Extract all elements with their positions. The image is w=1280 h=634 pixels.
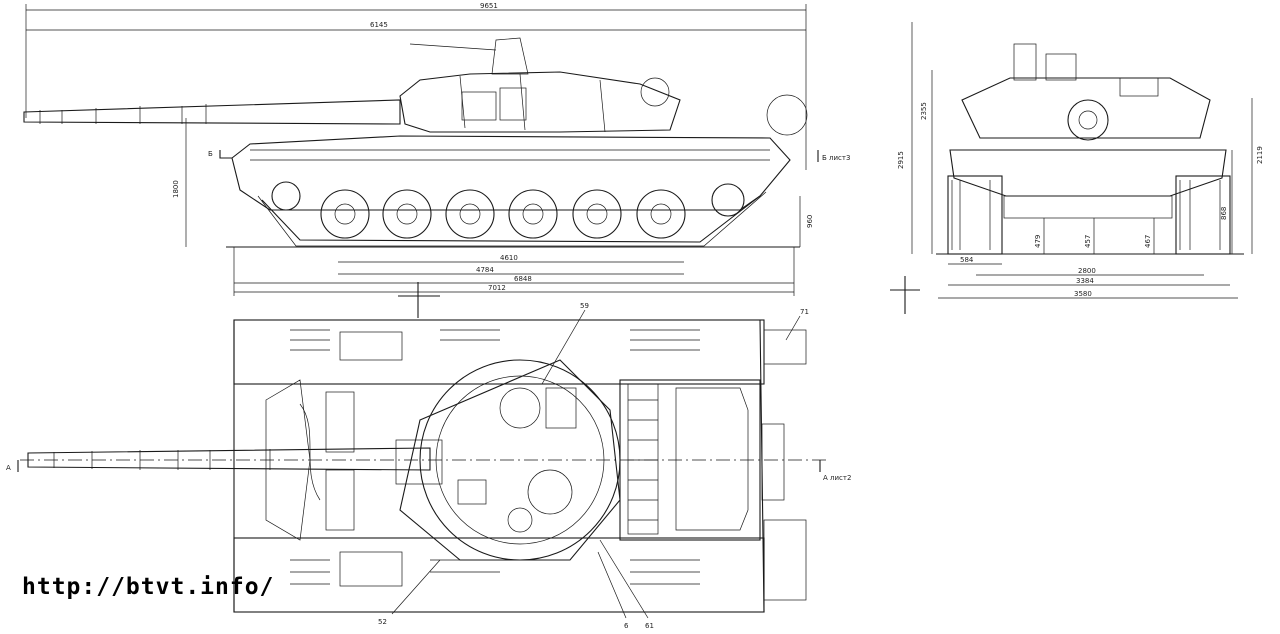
dim-height-hull: 868 xyxy=(1220,207,1228,220)
dim-hull-to-gun: 6145 xyxy=(370,21,388,29)
callout-59: 59 xyxy=(580,302,589,310)
road-wheels xyxy=(271,181,745,239)
section-mark-left: Б xyxy=(208,150,213,158)
dim-hull-length: 7012 xyxy=(488,284,506,292)
section-a-left: А xyxy=(6,464,11,472)
dim-d1: 479 xyxy=(1034,235,1042,248)
dim-d3: 467 xyxy=(1144,235,1152,248)
dim-track-width: 584 xyxy=(960,256,974,264)
dim-width-hull: 3384 xyxy=(1076,277,1094,285)
callout-61: 61 xyxy=(645,622,654,630)
section-mark-right: Б лист3 xyxy=(822,154,850,162)
dim-height-turret: 2355 xyxy=(920,102,928,120)
dim-hull-lower: 4784 xyxy=(476,266,494,274)
dim-width-inner: 2800 xyxy=(1078,267,1096,275)
callout-52: 52 xyxy=(378,618,387,626)
side-view: 9651 6145 xyxy=(23,2,850,296)
dim-overall-length: 9651 xyxy=(480,2,498,10)
top-view: А А лист2 59 71 52 61 6 xyxy=(6,282,851,630)
dim-height-right: 2119 xyxy=(1256,146,1264,164)
dim-hull-mid: 6848 xyxy=(514,275,532,283)
callout-71: 71 xyxy=(800,308,809,316)
front-view: 2915 2355 2119 868 479 457 467 584 2800 … xyxy=(890,22,1264,314)
dim-height-total: 2915 xyxy=(897,151,905,169)
dim-track-base: 4610 xyxy=(500,254,518,262)
dim-height: 1800 xyxy=(172,180,180,198)
callout-6: 6 xyxy=(624,622,629,630)
section-a-right: А лист2 xyxy=(823,474,851,482)
dim-d2: 457 xyxy=(1084,235,1092,248)
watermark-url: http://btvt.info/ xyxy=(22,574,275,600)
dim-width-total: 3580 xyxy=(1074,290,1092,298)
dim-ground-clearance: 960 xyxy=(806,215,814,228)
